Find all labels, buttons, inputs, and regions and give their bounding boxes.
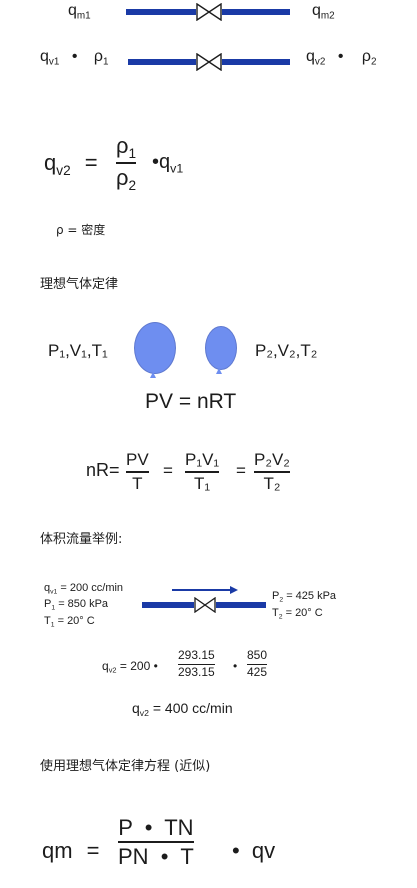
formula-qm-lhs: qm= xyxy=(42,838,100,863)
qv1-rho1-label: qv1 • ρ1 xyxy=(40,48,109,68)
valve-icon xyxy=(194,597,216,613)
density-note: ρ = 密度 xyxy=(56,223,106,237)
balloon-knot xyxy=(150,372,156,378)
example-t1: T1 = 20° C xyxy=(44,615,95,629)
example-t2: T2 = 20° C xyxy=(272,607,323,621)
pipe-mid-left xyxy=(128,59,196,65)
formula-rho-fraction: ρ1 ρ2 xyxy=(116,133,137,194)
pipe-top-left xyxy=(126,9,196,15)
pipe-top-right xyxy=(222,9,290,15)
equals-sign: = xyxy=(163,461,173,480)
example-p2: P2 = 425 kPa xyxy=(272,590,337,604)
flow-arrow-icon xyxy=(172,586,238,594)
formula-qv1-tail: •qv1 xyxy=(152,151,184,176)
valve-icon xyxy=(196,3,222,21)
pipe-mid-right xyxy=(222,59,290,65)
state2-label: P₂,V₂,T₂ xyxy=(255,341,318,360)
valve-icon xyxy=(196,53,222,71)
qm1-label: qm1 xyxy=(68,2,91,22)
section-approximation: 使用理想气体定律方程 (近似) xyxy=(40,759,211,774)
qm2-label: qm2 xyxy=(312,2,335,22)
section-ideal-gas: 理想气体定律 xyxy=(40,277,119,292)
equals-sign: = xyxy=(236,461,246,480)
balloon-knot xyxy=(216,368,222,374)
formula-qv2-lhs: qv2 = xyxy=(44,150,98,178)
pipe-example-right xyxy=(216,602,266,608)
ideal-gas-law: PV = nRT xyxy=(145,390,237,413)
qv2-rho2-label: qv2 • ρ2 xyxy=(306,48,377,68)
example-qv1: qv1 = 200 cc/min xyxy=(44,582,124,596)
state1-label: P₁,V₁,T₁ xyxy=(48,341,108,360)
pipe-example-left xyxy=(142,602,194,608)
multiply-dot: • xyxy=(233,659,238,673)
formula-nr-lhs: nR= xyxy=(86,460,120,480)
section-example: 体积流量举例: xyxy=(40,532,123,547)
example-calc-lhs: qv2 = 200 • xyxy=(102,659,158,675)
example-result: qv2 = 400 cc/min xyxy=(132,700,233,719)
balloon-small-icon xyxy=(205,326,237,370)
example-p1: P1 = 850 kPa xyxy=(44,598,109,612)
balloon-large-icon xyxy=(134,322,176,374)
formula-qv-tail: • qv xyxy=(232,838,276,863)
